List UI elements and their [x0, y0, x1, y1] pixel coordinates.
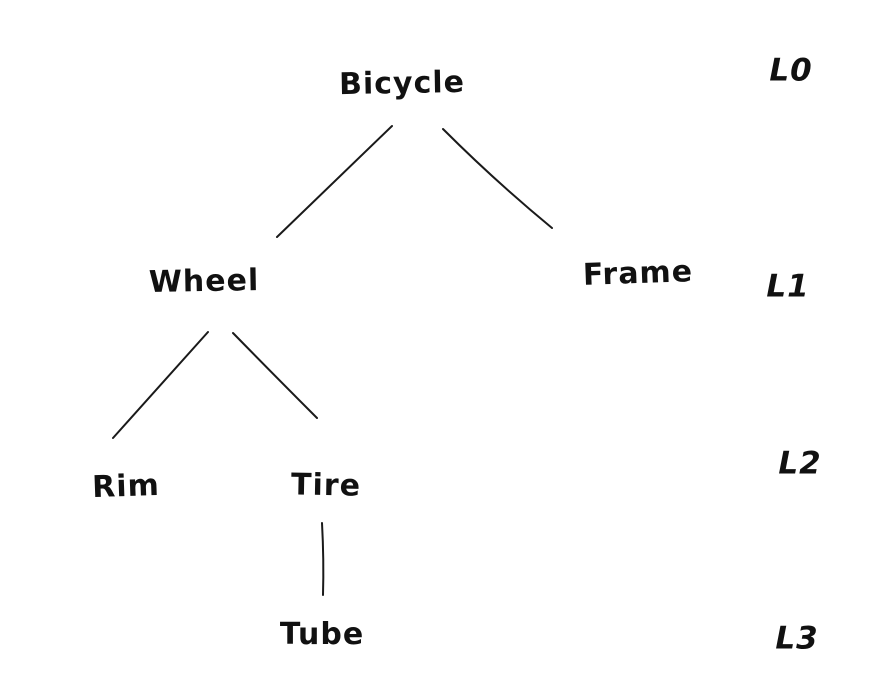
- tree-node-tube: Tube: [279, 617, 365, 652]
- tree-node-wheel: Wheel: [148, 263, 260, 300]
- level-label-l2: L2: [778, 445, 822, 482]
- level-label-l3: L3: [775, 620, 819, 657]
- tree-node-bicycle: Bicycle: [338, 64, 466, 103]
- edge-tire-tube: [321, 522, 325, 596]
- tree-node-rim: Rim: [91, 467, 161, 506]
- edge-bicycle-frame: [442, 128, 553, 229]
- edge-wheel-tire: [232, 332, 318, 419]
- edge-wheel-rim: [112, 331, 209, 439]
- tree-node-tire: Tire: [290, 467, 362, 504]
- edge-bicycle-wheel: [276, 125, 393, 238]
- tree-node-frame: Frame: [582, 254, 694, 293]
- level-label-l1: L1: [766, 268, 810, 305]
- level-label-l0: L0: [769, 52, 813, 89]
